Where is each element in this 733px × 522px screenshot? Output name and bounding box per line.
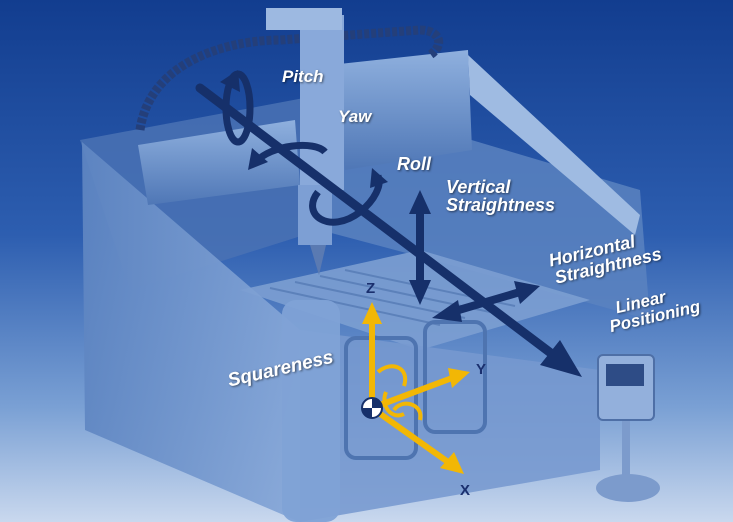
squareness-arcs xyxy=(376,364,423,421)
front-window-right xyxy=(423,320,487,434)
control-pendant-stand xyxy=(622,415,630,485)
x-axis-arrow xyxy=(370,405,464,474)
enclosure-front-left-wall xyxy=(82,142,300,522)
spindle-column xyxy=(300,15,344,190)
gantry-beam-front xyxy=(138,120,300,205)
roll-rotation-arrow xyxy=(309,174,383,226)
control-pendant-base xyxy=(596,474,660,502)
yaw-arrowhead xyxy=(248,148,268,170)
x-axis-label: X xyxy=(460,482,471,499)
vertical-straightness-label: Vertical Straightness xyxy=(446,178,555,215)
vertical-straightness-arrow xyxy=(409,190,431,305)
z-axis-label: Z xyxy=(366,280,376,297)
linear-positioning-arrow xyxy=(195,83,582,377)
machine-table xyxy=(240,250,590,350)
control-pendant-screen xyxy=(606,364,644,386)
gantry-beam-rear xyxy=(330,50,472,170)
yaw-label: Yaw xyxy=(338,107,372,126)
spindle-column-top xyxy=(266,8,342,30)
roll-arrowhead xyxy=(370,168,388,188)
corner-post xyxy=(282,300,340,522)
z-axis-arrow xyxy=(362,302,382,408)
cable-chain xyxy=(135,25,444,131)
pitch-arrowhead xyxy=(220,70,240,92)
horizontal-straightness-arrow xyxy=(432,281,540,322)
y-axis-label: Y xyxy=(476,361,487,378)
pitch-label: Pitch xyxy=(282,67,324,86)
front-window-left xyxy=(344,336,418,460)
origin-marker xyxy=(361,397,383,419)
vertical-straightness-line2: Straightness xyxy=(446,195,556,216)
roll-label: Roll xyxy=(397,154,431,174)
gantry-rail-right xyxy=(468,55,640,235)
vertical-straightness-line1: Vertical xyxy=(446,177,511,197)
spindle-tool xyxy=(310,245,326,275)
